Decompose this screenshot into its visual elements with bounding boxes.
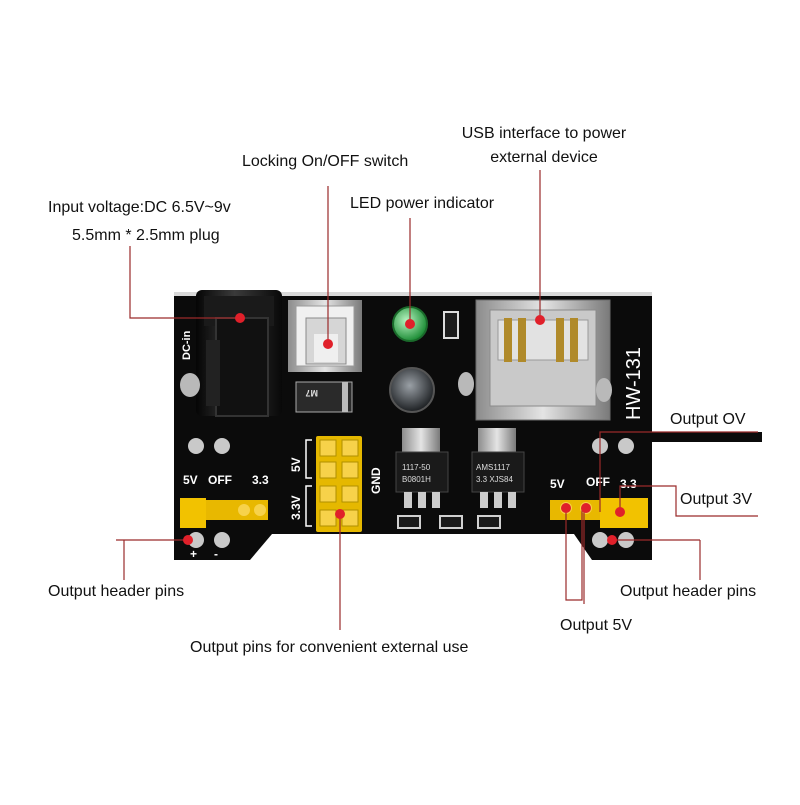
regulator-left-line2: B0801H xyxy=(402,475,431,484)
callout-output-0v: Output OV xyxy=(670,411,746,428)
usb-port xyxy=(458,299,612,421)
dc-barrel-jack xyxy=(180,290,282,417)
diode-silk: M7 xyxy=(305,388,318,398)
callout-output-header-left: Output header pins xyxy=(48,583,185,600)
marker-right-header xyxy=(607,535,617,545)
center-33v-silk: 3.3V xyxy=(289,495,303,520)
callout-input-voltage-line2: 5.5mm * 2.5mm plug xyxy=(72,227,220,244)
callout-markers xyxy=(183,313,625,545)
regulator-left xyxy=(395,428,449,508)
diode xyxy=(295,381,353,413)
left-33-silk: 3.3 xyxy=(252,473,269,487)
marker-3v xyxy=(615,507,625,517)
center-5v-silk: 5V xyxy=(289,457,303,472)
callout-output-3v: Output 3V xyxy=(680,491,753,508)
marker-switch xyxy=(323,339,333,349)
callout-locking-switch: Locking On/OFF switch xyxy=(242,153,409,170)
regulator-right-line2: 3.3 XJS84 xyxy=(476,475,513,484)
marker-center-header xyxy=(335,509,345,519)
callout-input-voltage-line1: Input voltage:DC 6.5V~9v xyxy=(48,199,231,216)
callout-led-indicator: LED power indicator xyxy=(350,195,495,212)
left-header xyxy=(180,432,268,548)
right-33-silk: 3.3 xyxy=(620,477,637,491)
center-header xyxy=(305,436,362,532)
callout-output-5v: Output 5V xyxy=(560,617,633,634)
left-minus-silk: - xyxy=(214,547,218,561)
callout-usb-line1: USB interface to power xyxy=(461,125,627,142)
smd-components xyxy=(397,515,501,529)
marker-usb xyxy=(535,315,545,325)
regulator-left-line1: 1117-50 xyxy=(402,463,431,472)
left-off-silk: OFF xyxy=(208,473,232,487)
callout-usb-line2: external device xyxy=(490,149,598,166)
marker-led xyxy=(405,319,415,329)
callout-output-pins-external: Output pins for convenient external use xyxy=(190,639,469,656)
leader-lines xyxy=(116,170,758,630)
center-gnd-silk: GND xyxy=(369,467,383,494)
pcb-top-edge xyxy=(174,292,652,296)
right-minus-silk: - xyxy=(620,555,624,569)
marker-dc-jack xyxy=(235,313,245,323)
callout-output-header-right: Output header pins xyxy=(620,583,757,600)
right-off-silk: OFF xyxy=(586,475,610,489)
model-silk: HW-131 xyxy=(623,347,645,420)
capacitor xyxy=(389,367,435,413)
marker-off xyxy=(581,503,591,513)
marker-5v xyxy=(561,503,571,513)
left-plus-silk: + xyxy=(190,547,197,561)
left-5v-silk: 5V xyxy=(183,473,198,487)
locking-switch xyxy=(288,300,362,372)
regulator-right xyxy=(471,428,525,508)
right-5v-silk: 5V xyxy=(550,477,565,491)
dc-in-silk: DC-in xyxy=(181,330,193,360)
marker-left-header xyxy=(183,535,193,545)
right-plus-silk: + xyxy=(594,557,601,571)
regulator-right-line1: AMS1117 xyxy=(476,463,510,472)
